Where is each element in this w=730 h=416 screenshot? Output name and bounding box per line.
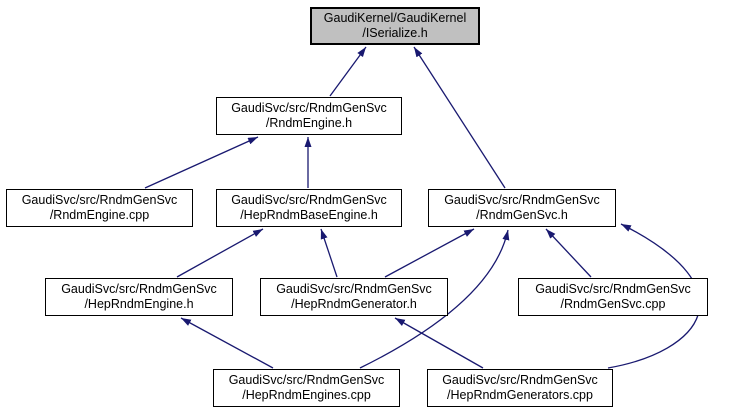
edge-heprndmengines-cpp-to-rndmgensvc-h xyxy=(359,229,510,369)
node-heprndmengines-cpp[interactable]: GaudiSvc/src/RndmGenSvc /HepRndmEngines.… xyxy=(213,369,400,407)
node-label-line1: GaudiSvc/src/RndmGenSvc xyxy=(21,193,178,207)
edge-rndmengine-cpp-to-rndmengine-h xyxy=(144,136,259,189)
node-label-line1: GaudiSvc/src/RndmGenSvc xyxy=(231,193,387,207)
node-rndmengine-cpp[interactable]: GaudiSvc/src/RndmGenSvc /RndmEngine.cpp xyxy=(6,189,193,227)
node-label-line2: /HepRndmGenerator.h xyxy=(291,297,417,311)
edge-heprndmgenerators-cpp-to-heprndmgenerator-h xyxy=(394,317,484,369)
node-heprndmgenerator-h[interactable]: GaudiSvc/src/RndmGenSvc /HepRndmGenerato… xyxy=(260,278,448,316)
edge-rndmgensvc-h-to-iserialize-h xyxy=(413,46,506,189)
node-heprndmgenerators-cpp[interactable]: GaudiSvc/src/RndmGenSvc /HepRndmGenerato… xyxy=(427,369,613,407)
node-rndmengine-h[interactable]: GaudiSvc/src/RndmGenSvc /RndmEngine.h xyxy=(216,97,402,135)
node-label-line1: GaudiSvc/src/RndmGenSvc xyxy=(231,101,387,115)
node-label-line2: /HepRndmGenerators.cpp xyxy=(447,388,593,402)
node-label-line2: /RndmGenSvc.h xyxy=(476,208,568,222)
node-label-line2: /HepRndmEngine.h xyxy=(84,297,194,311)
node-label-line1: GaudiSvc/src/RndmGenSvc xyxy=(535,282,691,296)
node-label-line1: GaudiSvc/src/RndmGenSvc xyxy=(61,282,217,296)
edge-heprndmengine-h-to-heprndmbaseengine-h xyxy=(176,228,264,278)
node-label-line2: /HepRndmEngines.cpp xyxy=(242,388,371,402)
node-label-line1: GaudiSvc/src/RndmGenSvc xyxy=(228,373,385,387)
node-rndmgensvc-cpp[interactable]: GaudiSvc/src/RndmGenSvc /RndmGenSvc.cpp xyxy=(518,278,708,316)
node-label-line2: /RndmEngine.h xyxy=(265,116,353,130)
node-label-line2: /RndmGenSvc.cpp xyxy=(560,297,666,311)
node-heprndmengine-h[interactable]: GaudiSvc/src/RndmGenSvc /HepRndmEngine.h xyxy=(45,278,233,316)
edge-heprndmgenerator-h-to-rndmgensvc-h xyxy=(384,228,475,278)
node-heprndmbaseengine-h[interactable]: GaudiSvc/src/RndmGenSvc /HepRndmBaseEngi… xyxy=(216,189,402,227)
node-label-line2: /ISerialize.h xyxy=(362,26,428,40)
node-label-line2: /HepRndmBaseEngine.h xyxy=(240,208,378,222)
edge-rndmgensvc-cpp-to-rndmgensvc-h xyxy=(545,228,592,278)
node-label-line1: GaudiSvc/src/RndmGenSvc xyxy=(444,193,600,207)
node-label-line1: GaudiKernel/GaudiKernel xyxy=(323,11,467,25)
node-label-line2: /RndmEngine.cpp xyxy=(49,208,150,222)
edge-rndmengine-h-to-iserialize-h xyxy=(329,46,367,97)
node-label-line1: GaudiSvc/src/RndmGenSvc xyxy=(276,282,432,296)
node-rndmgensvc-h[interactable]: GaudiSvc/src/RndmGenSvc /RndmGenSvc.h xyxy=(428,189,616,227)
edge-heprndmgenerator-h-to-heprndmbaseengine-h xyxy=(320,228,338,278)
node-label-line1: GaudiSvc/src/RndmGenSvc xyxy=(442,373,598,387)
node-iserialize-h: GaudiKernel/GaudiKernel /ISerialize.h xyxy=(310,7,480,45)
edge-heprndmengines-cpp-to-heprndmengine-h xyxy=(180,317,274,369)
